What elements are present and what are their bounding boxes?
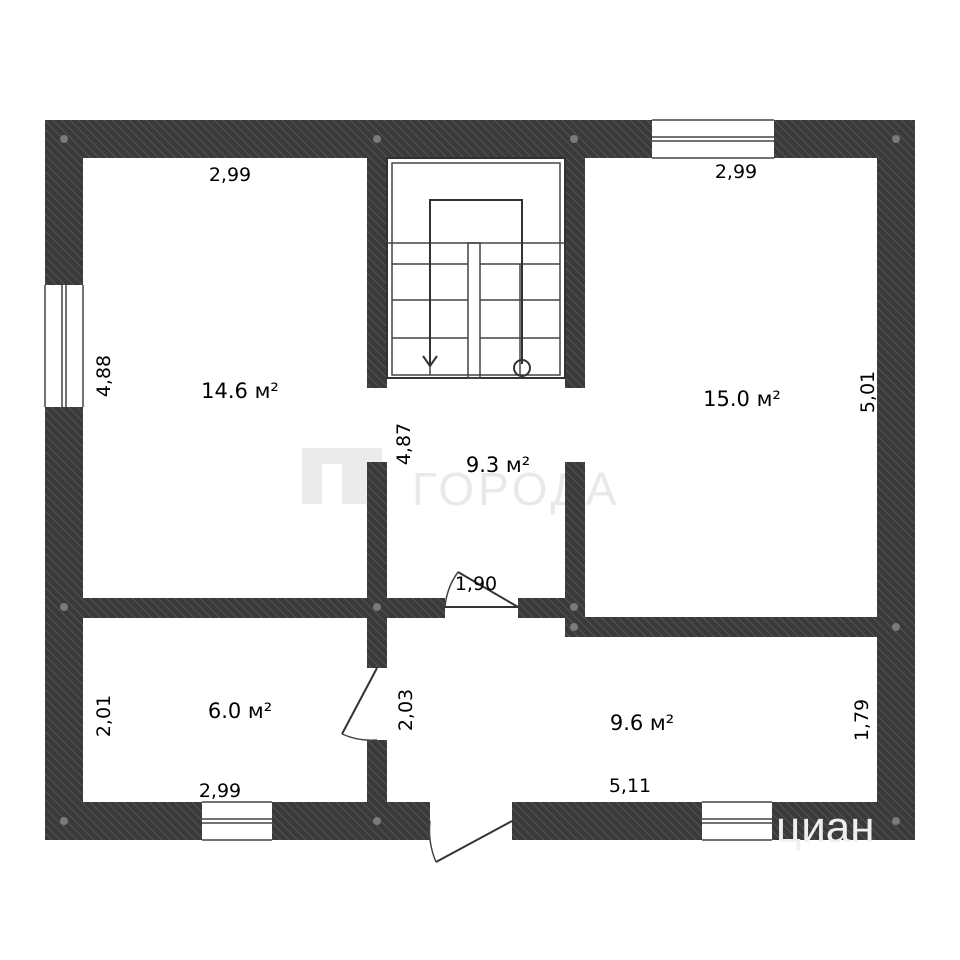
room-bottom-left-area: 6.0 м² <box>208 699 272 723</box>
watermark-corner: циан <box>776 803 875 852</box>
window-bottom-right <box>702 801 772 841</box>
window-top-right <box>652 119 774 159</box>
dim-bottom-right-width: 5,11 <box>609 775 651 797</box>
dim-bottom-right-height: 1,79 <box>851 699 873 741</box>
dim-hall-height: 4,87 <box>393 423 415 465</box>
room-bottom-right-area: 9.6 м² <box>610 711 674 735</box>
dim-top-right-width: 2,99 <box>715 161 757 183</box>
dimension-labels: 2,99 2,99 4,88 5,01 4,87 1,90 2,01 2,99 … <box>93 161 879 802</box>
dim-bottom-left-height: 2,01 <box>93 695 115 737</box>
staircase <box>386 157 566 379</box>
door-entrance <box>428 820 513 863</box>
dim-top-left-width: 2,99 <box>209 164 251 186</box>
door-bottom-left-room <box>341 667 378 741</box>
dim-bottom-left-width: 2,99 <box>199 780 241 802</box>
room-labels: 14.6 м² 15.0 м² 9.3 м² 6.0 м² 9.6 м² <box>201 379 781 735</box>
hall-area: 9.3 м² <box>466 453 530 477</box>
window-left <box>44 285 84 407</box>
dim-bottom-mid-height: 2,03 <box>395 689 417 731</box>
wall-joints <box>60 135 900 825</box>
room-top-right-area: 15.0 м² <box>703 387 781 411</box>
interior-walls <box>83 158 877 802</box>
window-bottom-left <box>202 801 272 841</box>
dim-hall-width: 1,90 <box>455 573 497 595</box>
room-top-left-area: 14.6 м² <box>201 379 279 403</box>
door-hall <box>444 571 519 608</box>
dim-right-height: 5,01 <box>857 371 879 413</box>
dim-left-height: 4,88 <box>93 355 115 397</box>
